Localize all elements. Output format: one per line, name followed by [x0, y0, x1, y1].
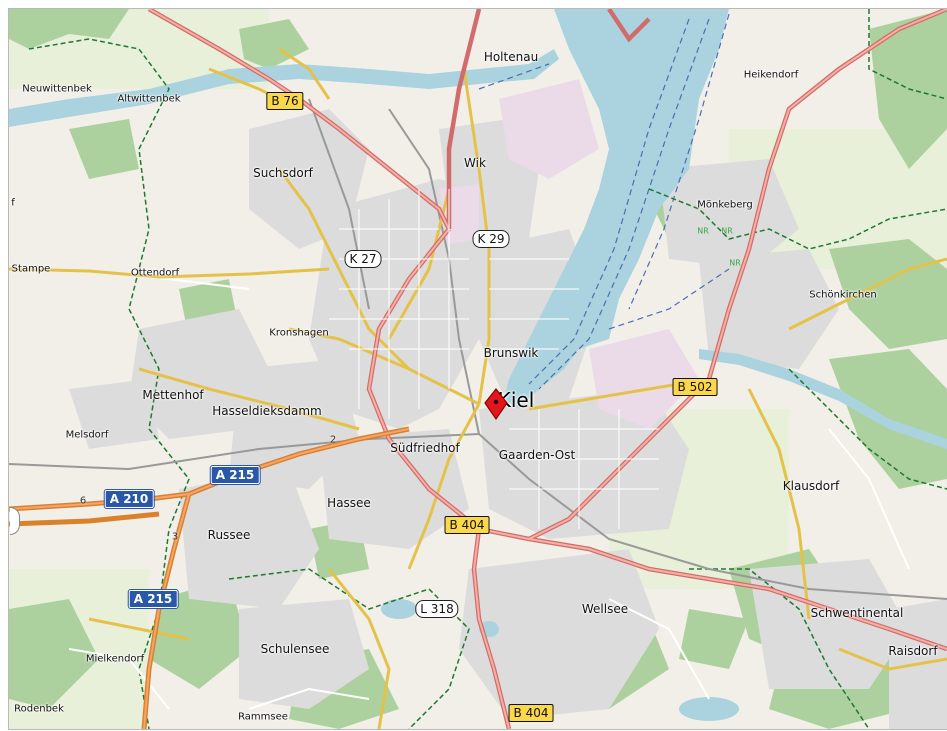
place-label-mielkendorf: Mielkendorf [85, 653, 145, 665]
shipping-lanes [478, 13, 730, 390]
place-label-schwentinental: Schwentinental [810, 606, 904, 620]
water-bodies [9, 9, 947, 721]
road-shield-l318: L 318 [415, 600, 459, 618]
road-shield-a215-top: A 215 [209, 465, 261, 485]
road-shield-b404-bottom: B 404 [508, 704, 554, 722]
kieler-foerde [504, 9, 729, 409]
map-view[interactable]: Holtenau Heikendorf Neuwittenbek Altwitt… [8, 8, 947, 730]
place-label-wik: Wik [464, 156, 486, 170]
place-label-wellsee: Wellsee [581, 602, 629, 616]
schwentine-river [699, 349, 947, 449]
place-label-holtenau: Holtenau [483, 50, 539, 64]
industrial-areas [439, 79, 699, 429]
place-label-suchsdorf: Suchsdorf [253, 166, 313, 180]
place-label-rammsee: Rammsee [238, 711, 288, 723]
junction-number: 6 [79, 495, 87, 507]
map-pin-icon[interactable] [483, 387, 509, 421]
motorways-inner [9, 428, 410, 729]
city-streets [329, 189, 659, 529]
road-shield-k29: K 29 [472, 230, 510, 248]
place-label-brunswik: Brunswik [483, 346, 539, 360]
junction-number: 3 [171, 531, 179, 543]
place-label-partial: f [11, 197, 15, 209]
primary-roads-inner [148, 9, 947, 729]
place-label-klausdorf: Klausdorf [782, 479, 840, 493]
nature-reserve-label: NR [697, 226, 709, 236]
lake-1 [381, 599, 417, 619]
place-label-melsdorf: Melsdorf [65, 429, 109, 441]
place-label-schonkirchen: Schönkirchen [809, 289, 877, 301]
place-label-sudfriedhof: Südfriedhof [390, 441, 460, 455]
road-shield-b404-center: B 404 [444, 516, 490, 534]
place-label-ottendorf: Ottendorf [130, 267, 180, 279]
place-label-neuwittenbek: Neuwittenbek [22, 83, 92, 95]
place-label-heikendorf: Heikendorf [743, 69, 799, 81]
place-label-schulensee: Schulensee [260, 642, 330, 656]
road-shield-b502: B 502 [672, 378, 718, 396]
place-label-russee: Russee [207, 528, 251, 542]
junction-number: 2 [329, 434, 337, 446]
place-label-kronshagen: Kronshagen [269, 327, 329, 339]
place-label-altwittenbek: Altwittenbek [117, 93, 181, 105]
nature-reserve-label: NR [729, 258, 741, 268]
place-label-mettenhof: Mettenhof [142, 388, 204, 402]
place-label-stampe: Stampe [11, 263, 51, 275]
road-shield-k27: K 27 [344, 250, 382, 268]
lake-2 [679, 697, 739, 721]
place-label-hasseldieksdamm: Hasseldieksdamm [212, 404, 322, 418]
place-label-monkeberg: Mönkeberg [697, 199, 753, 211]
place-label-raisdorf: Raisdorf [888, 644, 938, 658]
place-label-hassee: Hassee [327, 496, 371, 510]
place-label-rodenbek: Rodenbek [14, 703, 64, 715]
map-canvas[interactable] [9, 9, 947, 729]
map-pin-dot [493, 399, 499, 405]
nature-reserve-label: NR [721, 226, 733, 236]
road-shield-a215-bottom: A 215 [127, 589, 179, 609]
road-shield-b76: B 76 [266, 92, 304, 110]
road-shield-a210: A 210 [103, 489, 155, 509]
admin-boundaries [28, 9, 947, 729]
place-label-gaarden-ost: Gaarden-Ost [498, 448, 576, 462]
